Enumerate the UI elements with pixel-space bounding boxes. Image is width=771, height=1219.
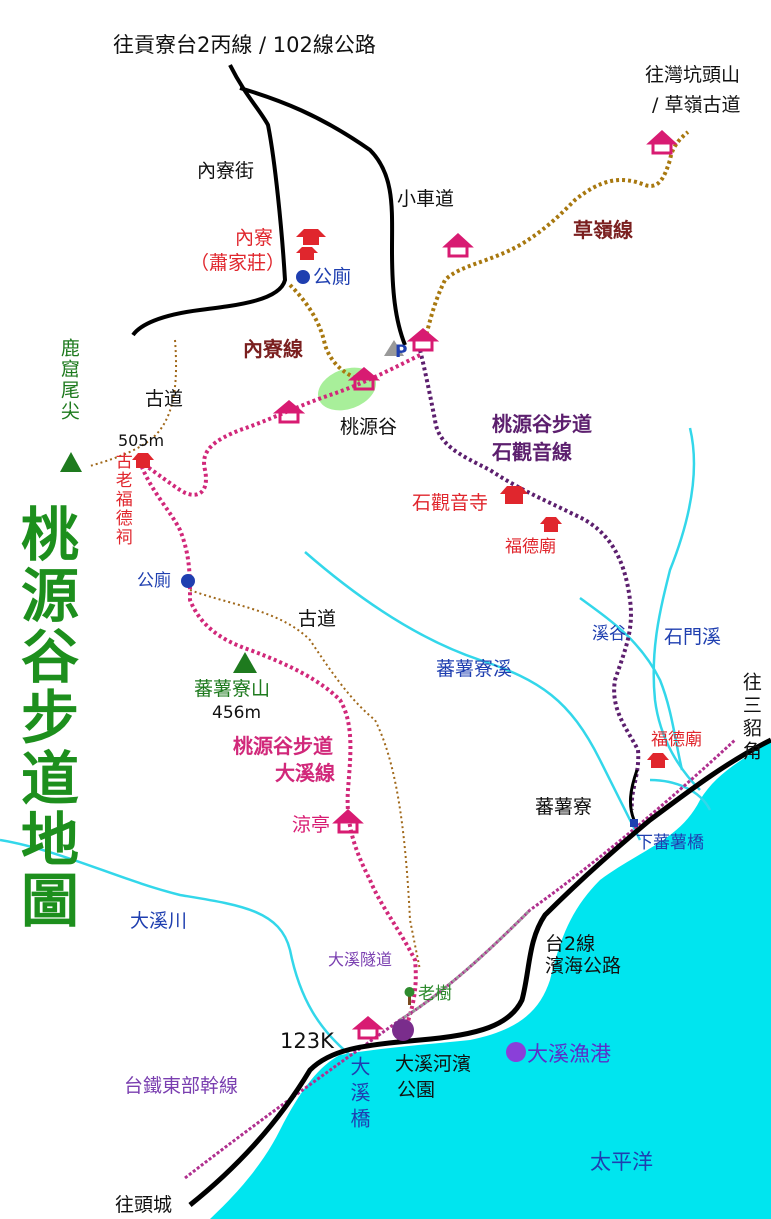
railway-label: 台鐵東部幹線 <box>124 1075 239 1097</box>
map-title-text: 桃源谷步道地圖 <box>20 501 79 935</box>
map-title: 桃源谷步道地圖 <box>20 505 80 932</box>
shimen-creek-line <box>652 427 701 791</box>
pavilion-icon <box>347 367 381 391</box>
shiguanyin-temple-icon <box>500 486 528 504</box>
caoling-line-path <box>423 130 690 341</box>
stream-valley-line <box>579 596 684 771</box>
daxi-trail-path <box>136 353 421 1031</box>
daxi-river-label: 大溪川 <box>130 910 188 932</box>
fanshuliao-creek-line <box>304 551 642 841</box>
old-road-mid-label: 古道 <box>298 608 337 630</box>
to-wankeng-label-2: / 草嶺古道 <box>652 94 741 116</box>
fanshuliao-label: 蕃薯寮 <box>535 796 593 818</box>
side-creek-line <box>649 778 712 811</box>
daxi-river-line <box>0 838 351 1056</box>
shimen-creek-label: 石門溪 <box>664 626 722 648</box>
neiliao-label: 內寮 <box>235 227 274 249</box>
lower-fanshu-bridge-label: 下蕃薯橋 <box>636 833 704 853</box>
neiliao-street-road <box>131 64 288 337</box>
luku-tail-peak-icon <box>60 452 82 472</box>
taoyuan-valley-label: 桃源谷 <box>340 416 398 438</box>
xiao-family-label: （蕭家莊） <box>190 252 286 274</box>
luku-tail-label: 鹿窟尾尖 <box>57 338 80 422</box>
pavilion-icon <box>406 328 440 352</box>
toilet-left-label: 公廁 <box>137 571 171 591</box>
toilet-left-icon <box>181 574 195 588</box>
pavilion-icon <box>272 400 306 424</box>
old-road-left-label: 古道 <box>145 388 184 410</box>
small-car-road-label: 小車道 <box>397 188 455 210</box>
pavilion-label: 涼亭 <box>292 814 331 836</box>
daxi-riverside-park-label-2: 公園 <box>397 1079 436 1101</box>
parking-icon <box>384 340 404 356</box>
pavilion-icon <box>351 1016 385 1040</box>
fude-temple-mid-label: 福德廟 <box>505 537 556 557</box>
toilet-top-icon <box>296 270 310 284</box>
daxi-riverside-park-icon <box>392 1019 414 1041</box>
peak-456-label: 456m <box>212 703 262 723</box>
pacific-ocean <box>210 742 771 1219</box>
daxi-trail-label-2: 大溪線 <box>275 761 335 785</box>
neiliao-caoling-trails <box>288 130 690 382</box>
daxi-fishing-port-icon <box>506 1042 526 1062</box>
pacific-label: 太平洋 <box>590 1150 653 1174</box>
daxi-fishing-port-label: 大溪漁港 <box>527 1042 611 1066</box>
parking-label: P <box>395 342 408 362</box>
fanshuliao-side-road <box>628 769 639 821</box>
shiguanyin-trail-path <box>418 349 641 811</box>
highway-label-1: 台2線 <box>545 933 596 955</box>
guanyin-trail-label-1: 桃源谷步道 <box>492 412 592 436</box>
highway-label-2: 濱海公路 <box>545 955 622 977</box>
guanyin-trail-label-2: 石觀音線 <box>492 440 572 464</box>
rivers <box>0 427 712 1056</box>
old-fude-shrine-icon <box>132 453 154 468</box>
fude-temple-mid-icon <box>540 517 562 532</box>
neiliao-street-label: 內寮街 <box>197 160 255 182</box>
fanshuliao-creek-label: 蕃薯寮溪 <box>436 658 513 680</box>
pavilion-icon <box>332 808 364 834</box>
daxi-trail-label-1: 桃源谷步道 <box>233 734 333 758</box>
old-tree-label: 老樹 <box>418 984 452 1004</box>
daxi-bridge-label: 大溪橋 <box>347 1056 371 1134</box>
fude-temple-coast-label: 福德廟 <box>651 730 702 750</box>
fude-temple-coast-icon <box>647 753 669 768</box>
old-tree-icon <box>404 987 415 1005</box>
neiliao-line-label: 內寮線 <box>243 337 303 361</box>
lower-fanshu-bridge-marker <box>630 819 638 827</box>
small-car-road <box>239 86 407 346</box>
to-wankeng-label-1: 往灣坑頭山 <box>645 64 741 86</box>
east-trunk-railway <box>184 738 737 1180</box>
old-fude-shrine-label: 古老福德祠 <box>111 452 132 547</box>
shiguanyin-temple-label: 石觀音寺 <box>412 492 489 514</box>
xishu-mountain-label: 蕃薯寮山 <box>194 678 271 700</box>
to-gongliao-label: 往貢寮台2丙線 / 102線公路 <box>113 33 376 57</box>
neiliao-line-path <box>288 283 361 382</box>
neiliao-temple-icon <box>296 229 326 260</box>
xishu-mountain-peak-icon <box>233 652 257 673</box>
stream-valley-label: 溪谷 <box>592 624 626 644</box>
peak-505-label: 505m <box>118 431 165 450</box>
pavilion-icon <box>442 232 474 258</box>
daxi-riverside-park-label-1: 大溪河濱 <box>395 1053 472 1075</box>
pavilion-icon <box>646 129 678 155</box>
to-toucheng-label: 往頭城 <box>115 1194 173 1216</box>
to-sandiao-label: 往三貂角 <box>739 672 762 764</box>
pavilion-icons <box>272 129 678 1040</box>
old-roads <box>89 339 421 971</box>
roads <box>131 64 771 1207</box>
highway-2-road <box>188 737 771 1207</box>
daxi-tunnel-label: 大溪隧道 <box>328 950 393 969</box>
old-road-north <box>89 339 178 467</box>
toilet-top-label: 公廁 <box>313 266 352 288</box>
temple-icons <box>132 229 669 768</box>
caoling-line-label: 草嶺線 <box>573 218 633 242</box>
km-marker-label: 123K <box>280 1029 334 1053</box>
